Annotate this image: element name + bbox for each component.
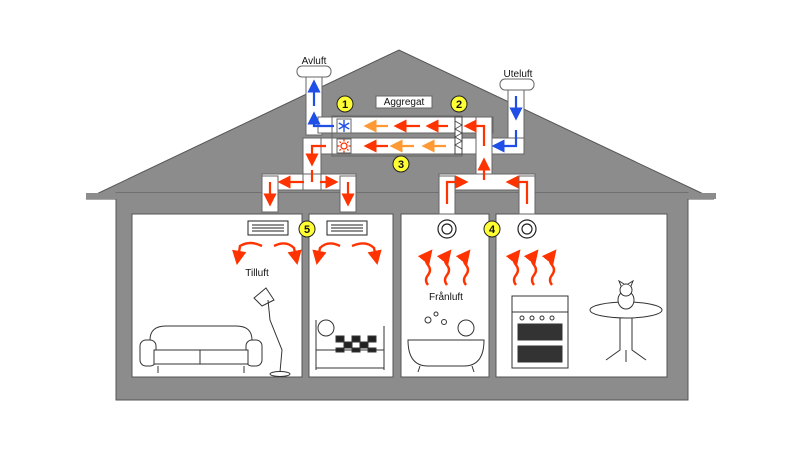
exhaust-valve-icon (517, 219, 537, 239)
intake-arrow (491, 130, 518, 153)
svg-text:5: 5 (304, 224, 310, 236)
snowflake-icon (338, 120, 350, 132)
extract-arrow (445, 175, 469, 204)
supply-air-curls (232, 241, 382, 266)
svg-text:4: 4 (489, 224, 496, 236)
airflow-arrows (263, 79, 529, 207)
svg-text:2: 2 (456, 99, 462, 111)
svg-text:1: 1 (342, 99, 348, 111)
extract-air-waves (417, 249, 557, 286)
sofa-icon (139, 325, 263, 373)
exhaust-valve-icon (437, 219, 457, 239)
svg-text:3: 3 (398, 159, 404, 171)
stove-icon (511, 295, 569, 369)
bed-icon (315, 319, 385, 370)
bathtub-icon (407, 311, 485, 373)
tilluft-label: Tilluft (245, 268, 269, 279)
table-cat-icon (589, 279, 663, 362)
heat-exchanger (454, 116, 463, 155)
aggregat-label-box (375, 95, 433, 109)
franluft-label: Frånluft (429, 291, 463, 303)
extract-arrow (505, 175, 529, 204)
marker-1: 1 (336, 95, 354, 113)
avluft-label: Avluft (302, 56, 327, 67)
supply-grille-icon (326, 220, 368, 236)
upper-duct-arrow (463, 119, 486, 146)
marker-3: 3 (392, 155, 410, 173)
exhaust-arrow (307, 111, 334, 128)
marker-2: 2 (450, 95, 468, 113)
aggregat-label: Aggregat (384, 97, 425, 108)
marker-5: 5 (298, 220, 316, 238)
aggregat-unit: Aggregat (331, 95, 463, 157)
sun-heat-icon (337, 139, 351, 153)
uteluft-label: Uteluft (504, 69, 533, 80)
marker-4: 4 (483, 220, 501, 238)
supply-grille-icon (247, 220, 289, 236)
supply-arrow (305, 144, 326, 167)
floor-lamp-icon (253, 287, 291, 377)
